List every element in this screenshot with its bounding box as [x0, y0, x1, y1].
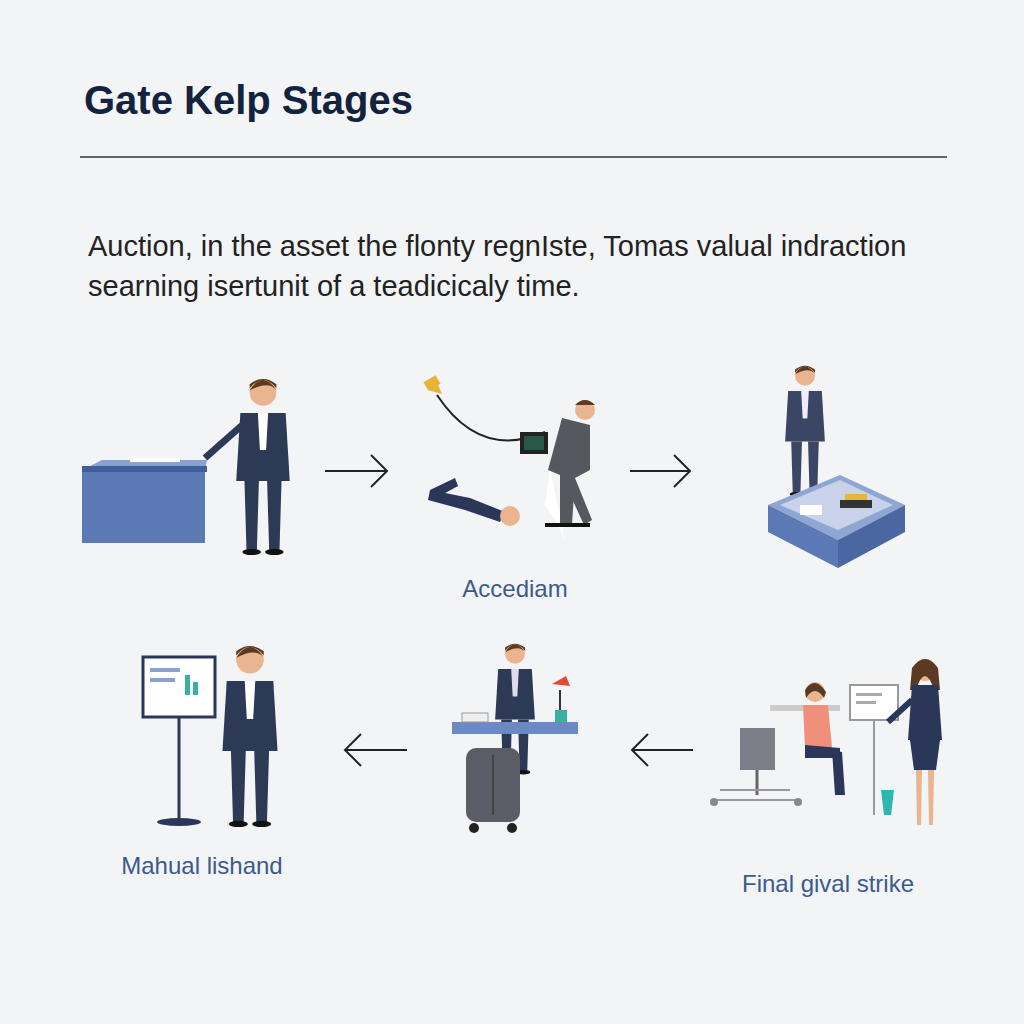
- stage-label: Final gival strike: [742, 870, 914, 898]
- stage-label: Mahual lishand: [121, 852, 282, 880]
- stage-label: Accediam: [462, 575, 567, 603]
- tray-box: [768, 475, 905, 568]
- intro-text: Auction, in the asset the flonty regnIst…: [88, 226, 948, 306]
- arm: [205, 420, 248, 458]
- ballot-box: [82, 458, 207, 543]
- standing-man: [785, 366, 825, 497]
- title-rule: [80, 156, 947, 158]
- flow-arrow: [630, 455, 690, 487]
- presenting-man: [222, 646, 277, 827]
- office-scene: [710, 659, 942, 825]
- presentation-board: [143, 657, 215, 826]
- diagram-title: Gate Kelp Stages: [84, 78, 413, 123]
- flow-arrow: [632, 734, 693, 766]
- flow-arrow: [325, 455, 387, 487]
- flow-arrow: [345, 734, 407, 766]
- standing-man: [236, 379, 290, 555]
- desk-luggage: [452, 676, 578, 833]
- accident-scene: [423, 375, 595, 540]
